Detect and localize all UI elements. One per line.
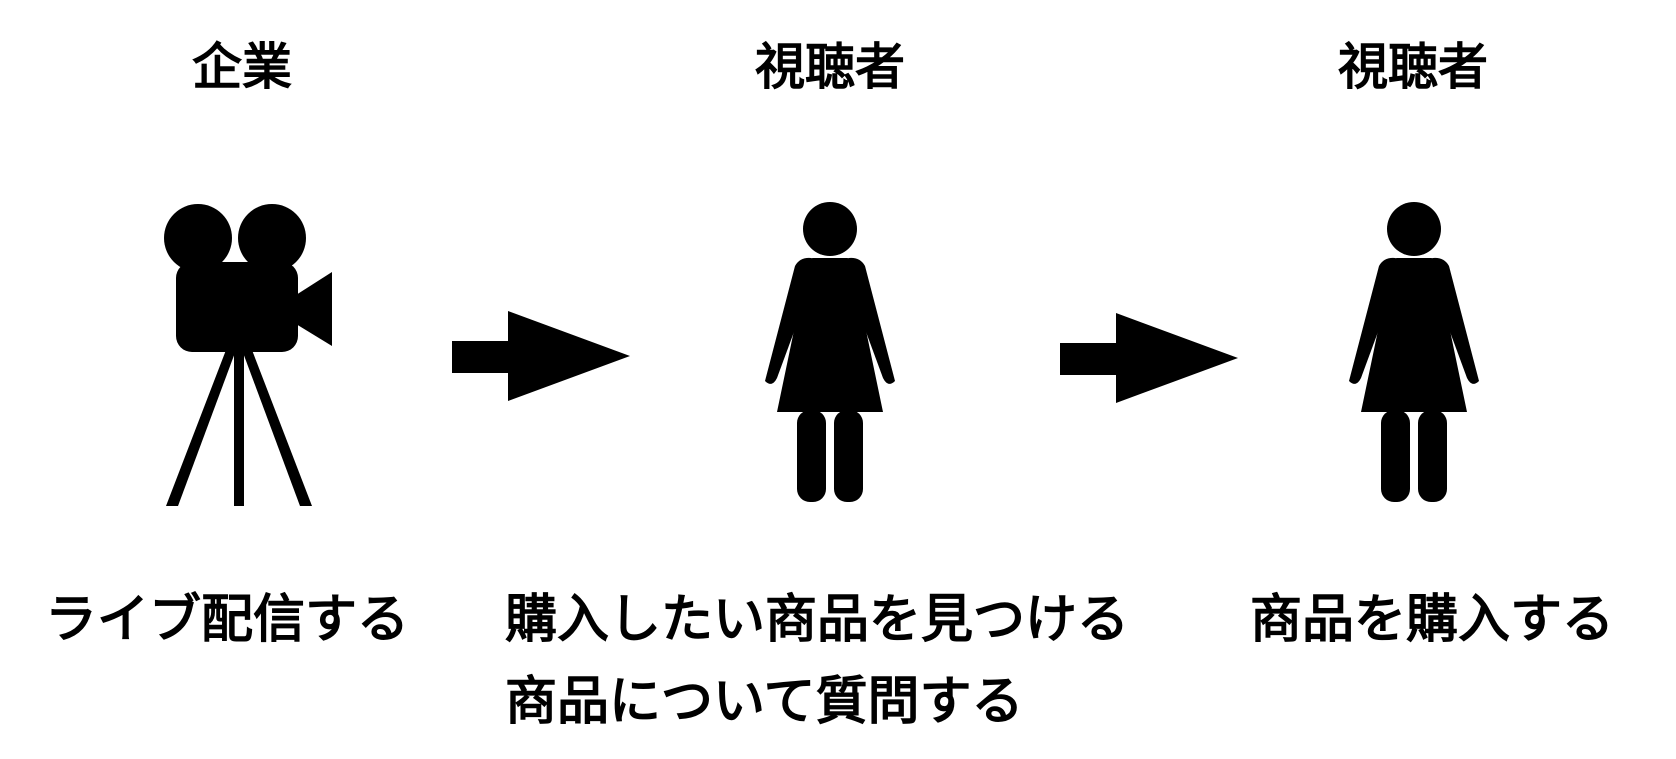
caption-ask-question: 商品について質問する: [505, 672, 1024, 732]
woman-figure-icon: [1349, 202, 1479, 502]
arrow-right-icon: [1060, 313, 1238, 403]
caption-live-stream: ライブ配信する: [45, 590, 410, 650]
column-heading-viewer-2: 視聴者: [1338, 38, 1488, 96]
caption-purchase: 商品を購入する: [1250, 590, 1615, 650]
arrow-right-icon: [452, 311, 630, 401]
column-heading-viewer-1: 視聴者: [755, 38, 905, 96]
caption-find-product: 購入したい商品を見つける: [505, 590, 1130, 650]
column-heading-company: 企業: [192, 38, 292, 96]
video-camera-icon: [164, 204, 332, 506]
woman-figure-icon: [765, 202, 895, 502]
